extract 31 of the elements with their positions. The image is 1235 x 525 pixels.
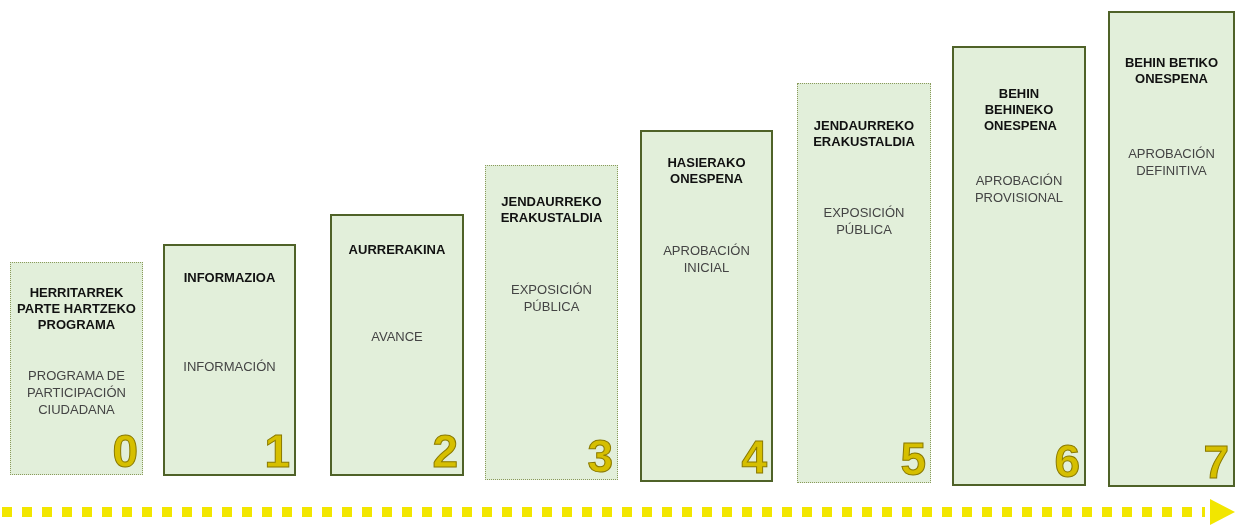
stage-number: 7	[1203, 439, 1229, 485]
stage-heading: JENDAURREKO ERAKUSTALDIA	[499, 194, 604, 226]
stage-description: EXPOSICIÓN PÚBLICA	[510, 281, 593, 315]
stage-heading: AURRERAKINA	[347, 242, 447, 258]
stage-number: 3	[587, 433, 613, 479]
stage-description: AVANCE	[370, 328, 424, 345]
stage-box	[952, 46, 1086, 486]
stage-box	[10, 262, 143, 475]
stage-number: 4	[741, 434, 767, 480]
stage-number: 6	[1054, 438, 1080, 484]
stage-description: EXPOSICIÓN PÚBLICA	[822, 204, 906, 238]
stage-heading: JENDAURREKO ERAKUSTALDIA	[812, 118, 916, 150]
stage-description: APROBACIÓN INICIAL	[662, 242, 751, 276]
stage-box	[1108, 11, 1235, 487]
stage-description: PROGRAMA DE PARTICIPACIÓN CIUDADANA	[26, 367, 127, 418]
stage-description: INFORMACIÓN	[182, 358, 277, 375]
stage-box	[640, 130, 773, 482]
stage-box	[797, 83, 931, 483]
stage-number: 5	[900, 436, 926, 482]
stage-box	[485, 165, 618, 480]
stage-number: 2	[432, 428, 458, 474]
stage-heading: BEHIN BETIKO ONESPENA	[1123, 55, 1220, 87]
stage-heading: INFORMAZIOA	[182, 270, 277, 286]
stage-heading: HASIERAKO ONESPENA	[666, 155, 747, 187]
stage-number: 0	[112, 428, 138, 474]
stage-box	[163, 244, 296, 476]
stage-number: 1	[264, 428, 290, 474]
stage-description: APROBACIÓN PROVISIONAL	[973, 172, 1065, 206]
stage-heading: HERRITARREK PARTE HARTZEKO PROGRAMA	[16, 285, 137, 333]
stage-box	[330, 214, 464, 476]
stage-description: APROBACIÓN DEFINITIVA	[1127, 145, 1216, 179]
